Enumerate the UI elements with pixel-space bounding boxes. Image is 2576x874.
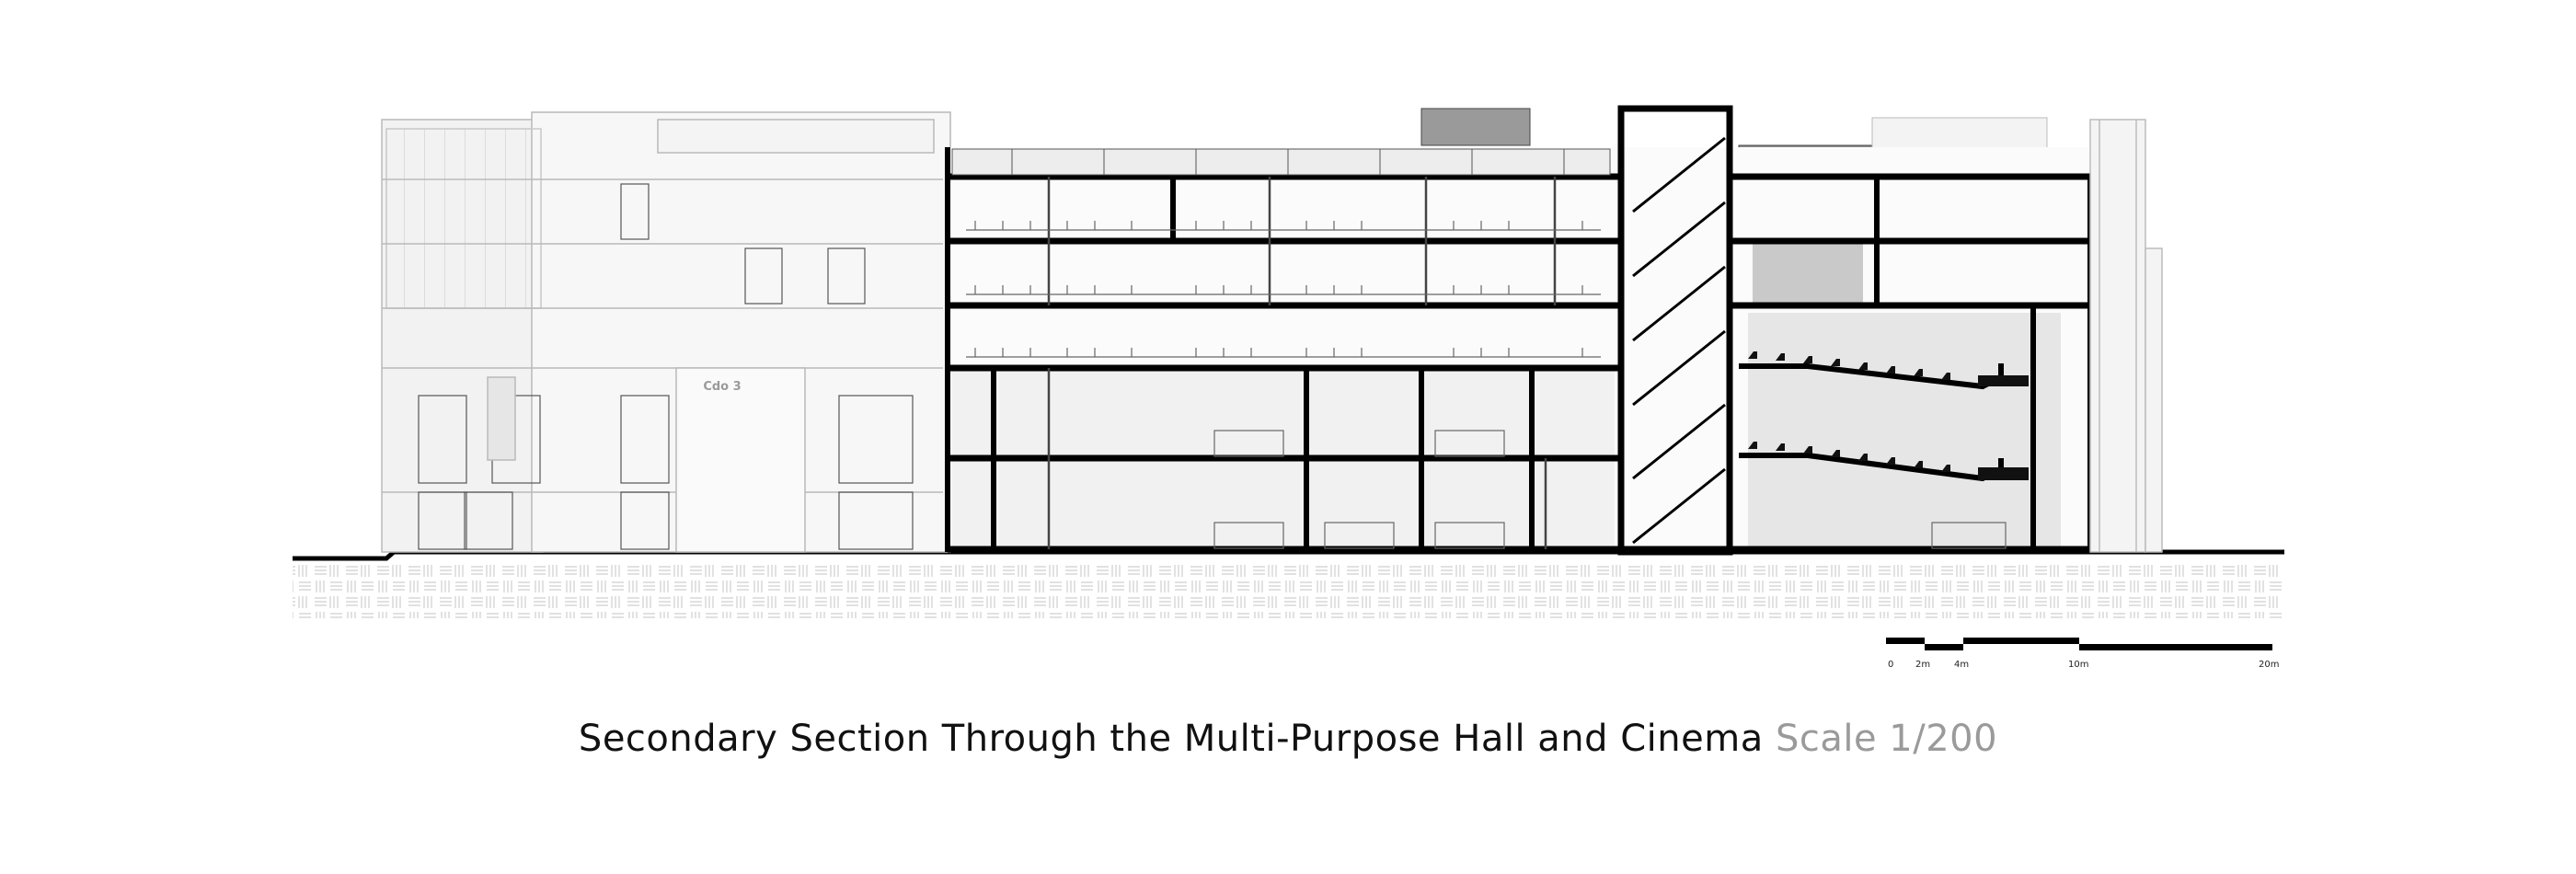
- caption-scale: Scale 1/200: [1775, 718, 1998, 760]
- left-elevation: [381, 111, 951, 553]
- scale-tick-2m: 2m: [1915, 660, 1930, 670]
- scale-tick-4m: 4m: [1954, 660, 1969, 670]
- building-section: [945, 105, 2093, 556]
- scale-tick-0: 0: [1888, 660, 1893, 670]
- caption-title: Secondary Section Through the Multi-Purp…: [578, 718, 1764, 760]
- scale-tick-10m: 10m: [2068, 660, 2088, 670]
- scale-bar: 0 2m 4m 10m 20m: [1886, 638, 2279, 670]
- right-elevation: [2089, 119, 2163, 553]
- drawing-caption: Secondary Section Through the Multi-Purp…: [0, 718, 2576, 760]
- ground: [293, 549, 2284, 618]
- building-sign: Cdo 3: [703, 380, 741, 394]
- scale-tick-20m: 20m: [2259, 660, 2279, 670]
